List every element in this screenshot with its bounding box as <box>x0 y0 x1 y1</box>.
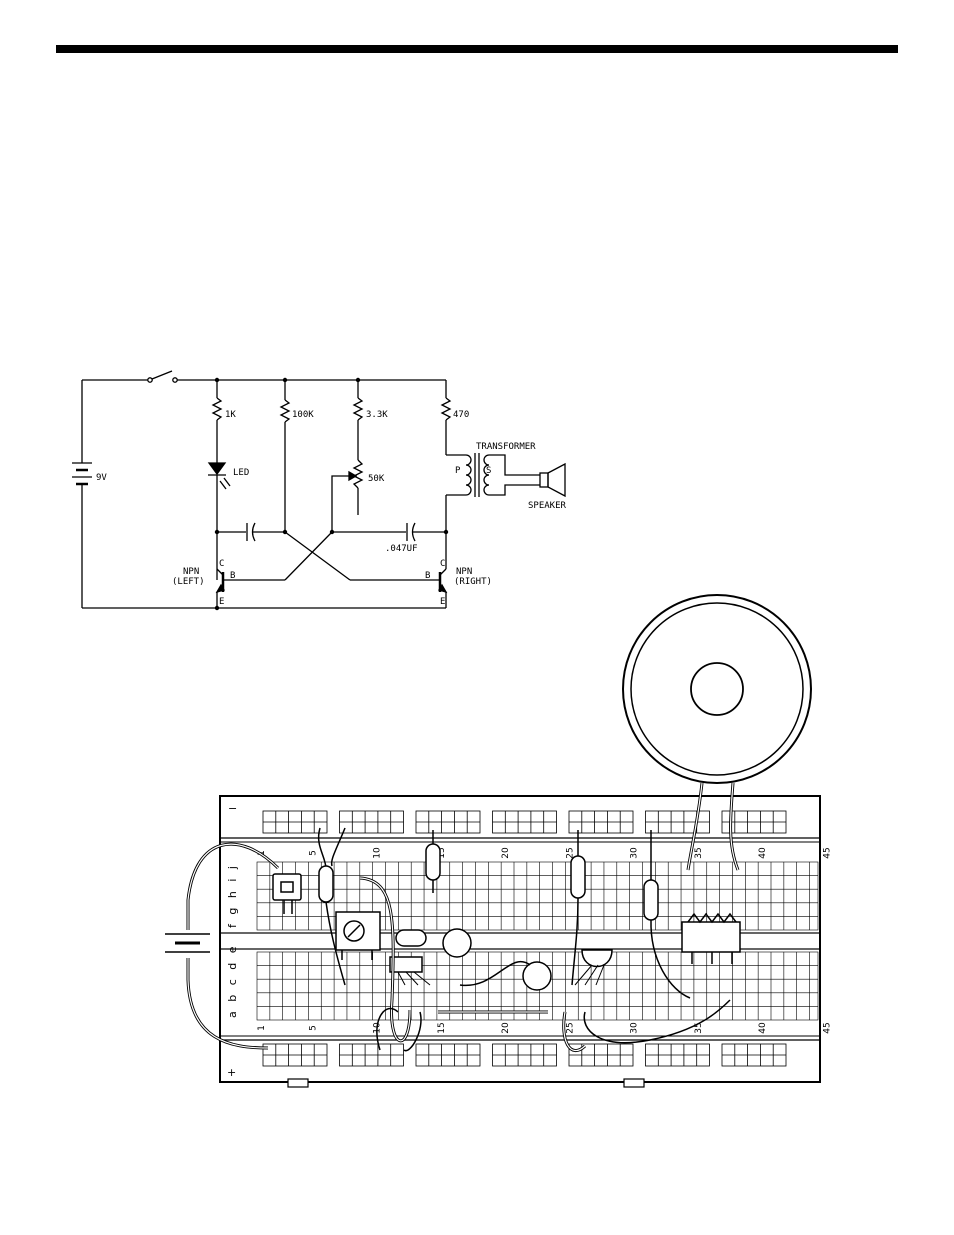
transistor-right <box>439 569 446 592</box>
bottom-column-number: 20 <box>501 1022 511 1034</box>
right-emitter-label: E <box>440 597 445 607</box>
plus-rail-label: + <box>227 1066 236 1079</box>
resistor-100k-component <box>426 844 440 880</box>
speaker-illustration <box>623 595 811 783</box>
r1-label: 1K <box>225 410 236 420</box>
resistor-100k <box>281 400 289 422</box>
bottom-column-number: 5 <box>308 1025 318 1031</box>
top-column-number: 35 <box>694 847 704 858</box>
bottom-rail-block <box>340 1044 404 1066</box>
right-collector-label: C <box>440 559 445 569</box>
left-npn-label: NPN <box>183 567 199 577</box>
speaker-symbol <box>540 464 565 496</box>
led-symbol <box>208 463 230 489</box>
cap-label: .047UF <box>385 544 418 554</box>
top-rail-block <box>416 811 480 833</box>
right-npn-label: NPN <box>456 567 472 577</box>
bottom-rail-block <box>416 1044 480 1066</box>
top-column-number: 40 <box>758 847 768 859</box>
left-side-label: (LEFT) <box>172 577 205 587</box>
left-base-label: B <box>230 571 235 581</box>
led-label: LED <box>233 468 249 478</box>
battery-label: 9V <box>96 473 107 483</box>
bottom-column-number: 1 <box>257 1025 267 1031</box>
transistor-left <box>217 569 224 592</box>
bottom-row-letters: a b c d e <box>226 943 239 1018</box>
battery-icon <box>165 934 210 952</box>
led-component <box>396 930 426 946</box>
left-collector-label: C <box>219 559 224 569</box>
right-base-label: B <box>425 571 430 581</box>
r2-label: 100K <box>292 410 314 420</box>
bottom-rail-block <box>263 1044 327 1066</box>
top-column-number: 10 <box>373 847 383 859</box>
transformer-component <box>682 922 740 952</box>
resistor-1k-component <box>319 866 333 902</box>
battery-symbol <box>72 463 92 484</box>
right-side-label: (RIGHT) <box>454 577 492 587</box>
bottom-column-number: 45 <box>822 1022 832 1033</box>
bottom-column-number: 15 <box>437 1022 447 1033</box>
bottom-rail-block <box>493 1044 557 1066</box>
top-rail-block <box>263 811 327 833</box>
transformer-label: TRANSFORMER <box>476 442 536 452</box>
primary-label: P <box>455 466 461 476</box>
bottom-column-number: 40 <box>758 1022 768 1034</box>
resistor-470 <box>442 398 450 420</box>
top-rail-block <box>569 811 633 833</box>
resistor-3k3 <box>354 398 362 420</box>
resistor-1k <box>213 398 221 420</box>
top-column-number: 45 <box>822 847 832 858</box>
top-rail-block <box>646 811 710 833</box>
speaker-label: SPEAKER <box>528 501 567 511</box>
left-emitter-label: E <box>219 597 224 607</box>
potentiometer-50k <box>354 460 362 488</box>
bottom-rail-block <box>722 1044 786 1066</box>
bottom-rail-block <box>569 1044 633 1066</box>
top-row-letters: f g h i j <box>226 863 239 928</box>
capacitor-right-component <box>523 962 551 990</box>
bottom-rail-block <box>646 1044 710 1066</box>
bottom-column-number: 30 <box>630 1022 640 1034</box>
top-rail-block <box>340 811 404 833</box>
resistor-470-component <box>644 880 658 920</box>
top-column-number: 30 <box>630 847 640 859</box>
capacitor-left-component <box>443 929 471 957</box>
top-rail-block <box>493 811 557 833</box>
bottom-column-number: 25 <box>565 1022 575 1033</box>
r4-label: 470 <box>453 410 469 420</box>
switch <box>148 371 177 382</box>
secondary-label: S <box>486 466 491 476</box>
pot-label: 50K <box>368 474 385 484</box>
top-column-number: 5 <box>308 850 318 856</box>
left-transistor-component <box>390 957 422 972</box>
resistor-3k3-component <box>571 856 585 898</box>
r3-label: 3.3K <box>366 410 388 420</box>
schematic <box>72 371 565 610</box>
top-column-number: 20 <box>501 847 511 859</box>
minus-rail-label: − <box>228 802 237 815</box>
